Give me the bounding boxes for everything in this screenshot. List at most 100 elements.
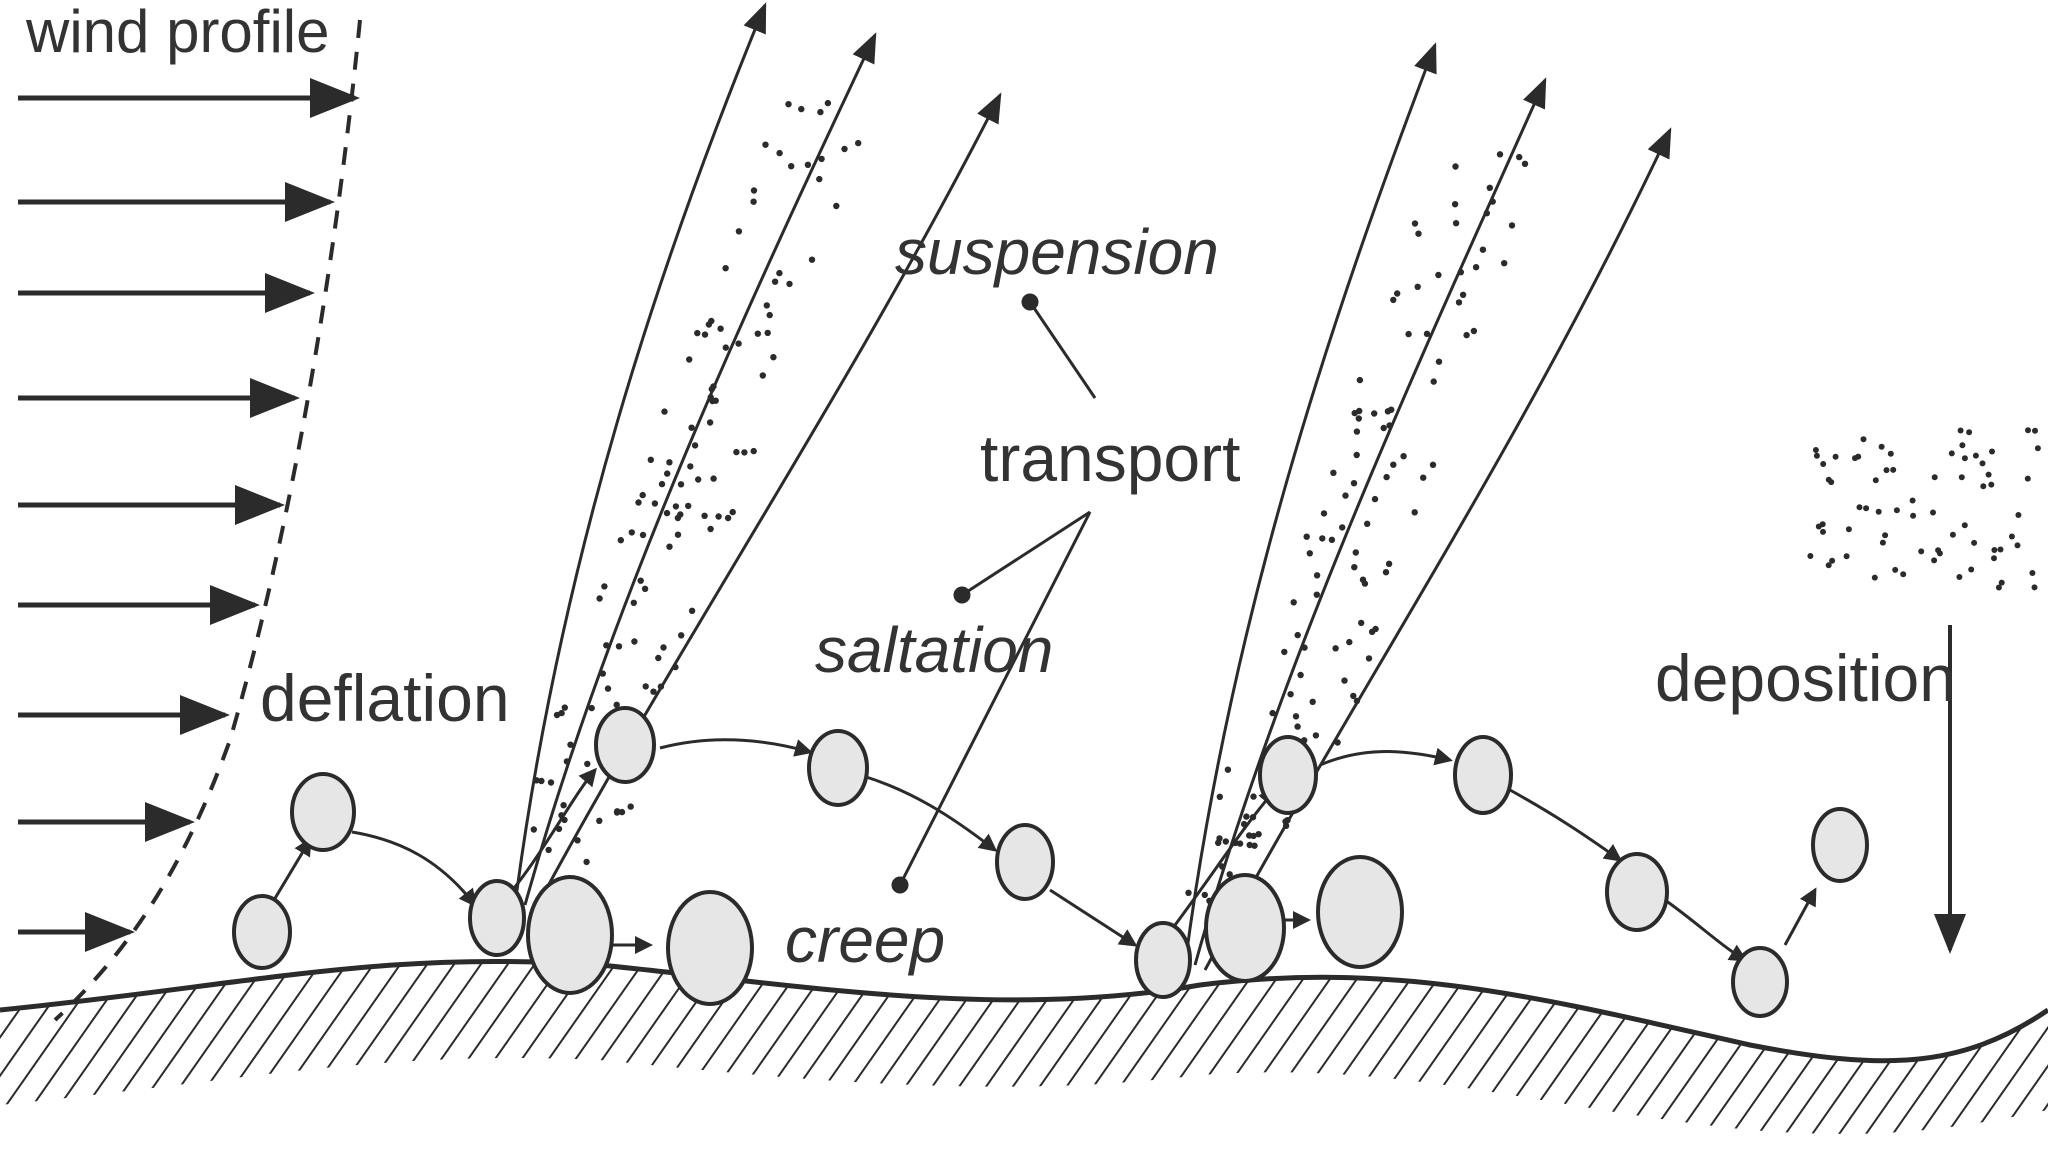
- dust-dot: [685, 503, 691, 509]
- dust-dot: [1516, 154, 1522, 160]
- dust-dot: [1269, 710, 1275, 716]
- dust-dot: [1884, 467, 1890, 473]
- dust-dot: [1237, 840, 1243, 846]
- dust-dot: [1988, 482, 1994, 488]
- dust-dot: [825, 100, 831, 106]
- dust-dot: [631, 600, 637, 606]
- dust-dot: [1460, 292, 1466, 298]
- dust-dot: [809, 257, 815, 263]
- dust-dot: [560, 802, 566, 808]
- dust-dot: [751, 448, 757, 454]
- dust-dot: [785, 101, 791, 107]
- dust-dot: [1861, 436, 1867, 442]
- dust-dot: [1473, 264, 1479, 270]
- dust-dot: [730, 509, 736, 515]
- dust-dot: [567, 742, 573, 748]
- dust-dot: [701, 513, 707, 519]
- dust-dot: [1412, 509, 1418, 515]
- dust-dot: [1962, 455, 1968, 461]
- dust-dot: [733, 449, 739, 455]
- dust-dot: [675, 515, 681, 521]
- dust-dot: [1959, 442, 1965, 448]
- dust-dot: [1872, 575, 1878, 581]
- dust-dot: [1966, 429, 1972, 435]
- dust-dot: [659, 481, 665, 487]
- dust-dot: [1435, 272, 1441, 278]
- dust-dot: [2015, 542, 2021, 548]
- dust-dot: [764, 302, 770, 308]
- dust-dot: [1820, 461, 1826, 467]
- dust-dot: [772, 279, 778, 285]
- dust-dot: [1918, 548, 1924, 554]
- dust-dot: [1329, 537, 1335, 543]
- dust-dot: [1888, 451, 1894, 457]
- dust-dot: [1352, 410, 1358, 416]
- dust-dot: [1480, 247, 1486, 253]
- dust-dot: [715, 513, 721, 519]
- dust-dot: [1362, 580, 1368, 586]
- dust-dot: [1973, 453, 1979, 459]
- dust-dot: [574, 837, 580, 843]
- dust-dot: [1202, 892, 1208, 898]
- dust-dot: [596, 595, 602, 601]
- dust-dot: [833, 203, 839, 209]
- dust-dot: [786, 281, 792, 287]
- dust-dot: [650, 689, 656, 695]
- dust-dot: [672, 664, 678, 670]
- dust-dot: [1487, 185, 1493, 191]
- dust-dot: [1857, 504, 1863, 510]
- dust-dot: [1989, 449, 1995, 455]
- dust-dot: [643, 683, 649, 689]
- dust-dot: [1876, 509, 1882, 515]
- dust-dot: [1892, 567, 1898, 573]
- dust-dot: [750, 199, 756, 205]
- dust-dot: [1949, 450, 1955, 456]
- dust-dot: [548, 779, 554, 785]
- label-deflation: deflation: [260, 665, 510, 731]
- dust-dot: [614, 809, 620, 815]
- dust-dot: [1356, 415, 1362, 421]
- dust-dot: [1381, 425, 1387, 431]
- dust-dot: [841, 146, 847, 152]
- dust-dot: [751, 187, 757, 193]
- dust-dot: [707, 526, 713, 532]
- dust-dot: [1484, 210, 1490, 216]
- dust-dot: [1452, 201, 1458, 207]
- dust-dot: [640, 492, 646, 498]
- dust-dot: [1405, 331, 1411, 337]
- dust-dot: [1998, 547, 2004, 553]
- dust-dot: [1497, 151, 1503, 157]
- dust-dot: [1420, 475, 1426, 481]
- dust-dot: [2015, 512, 2021, 518]
- dust-dot: [1880, 540, 1886, 546]
- dust-dot: [1351, 564, 1357, 570]
- dust-dot: [1829, 558, 1835, 564]
- dust-dot: [689, 608, 695, 614]
- dust-dot: [538, 778, 544, 784]
- dust-dot: [1301, 644, 1307, 650]
- dust-dot: [1463, 332, 1469, 338]
- dust-dot: [1383, 569, 1389, 575]
- dust-dot: [1509, 222, 1515, 228]
- dust-dot: [1814, 453, 1820, 459]
- dust-dot: [717, 326, 723, 332]
- dust-dot: [564, 758, 570, 764]
- label-deposition: deposition: [1655, 645, 1956, 711]
- dust-dot: [605, 685, 611, 691]
- dust-dot: [1366, 655, 1372, 661]
- dust-dot: [695, 476, 701, 482]
- dust-dot: [2025, 427, 2031, 433]
- dust-dot: [2032, 584, 2038, 590]
- dust-dot: [1999, 580, 2005, 586]
- dust-dot: [1833, 454, 1839, 460]
- dust-dot: [1986, 472, 1992, 478]
- dust-dot: [618, 537, 624, 543]
- dust-dot: [1958, 428, 1964, 434]
- dust-dot: [655, 655, 661, 661]
- dust-dot: [1879, 444, 1885, 450]
- dust-dot: [707, 419, 713, 425]
- dust-dot: [1223, 838, 1229, 844]
- dust-dot: [1346, 639, 1352, 645]
- dust-dot: [1931, 557, 1937, 563]
